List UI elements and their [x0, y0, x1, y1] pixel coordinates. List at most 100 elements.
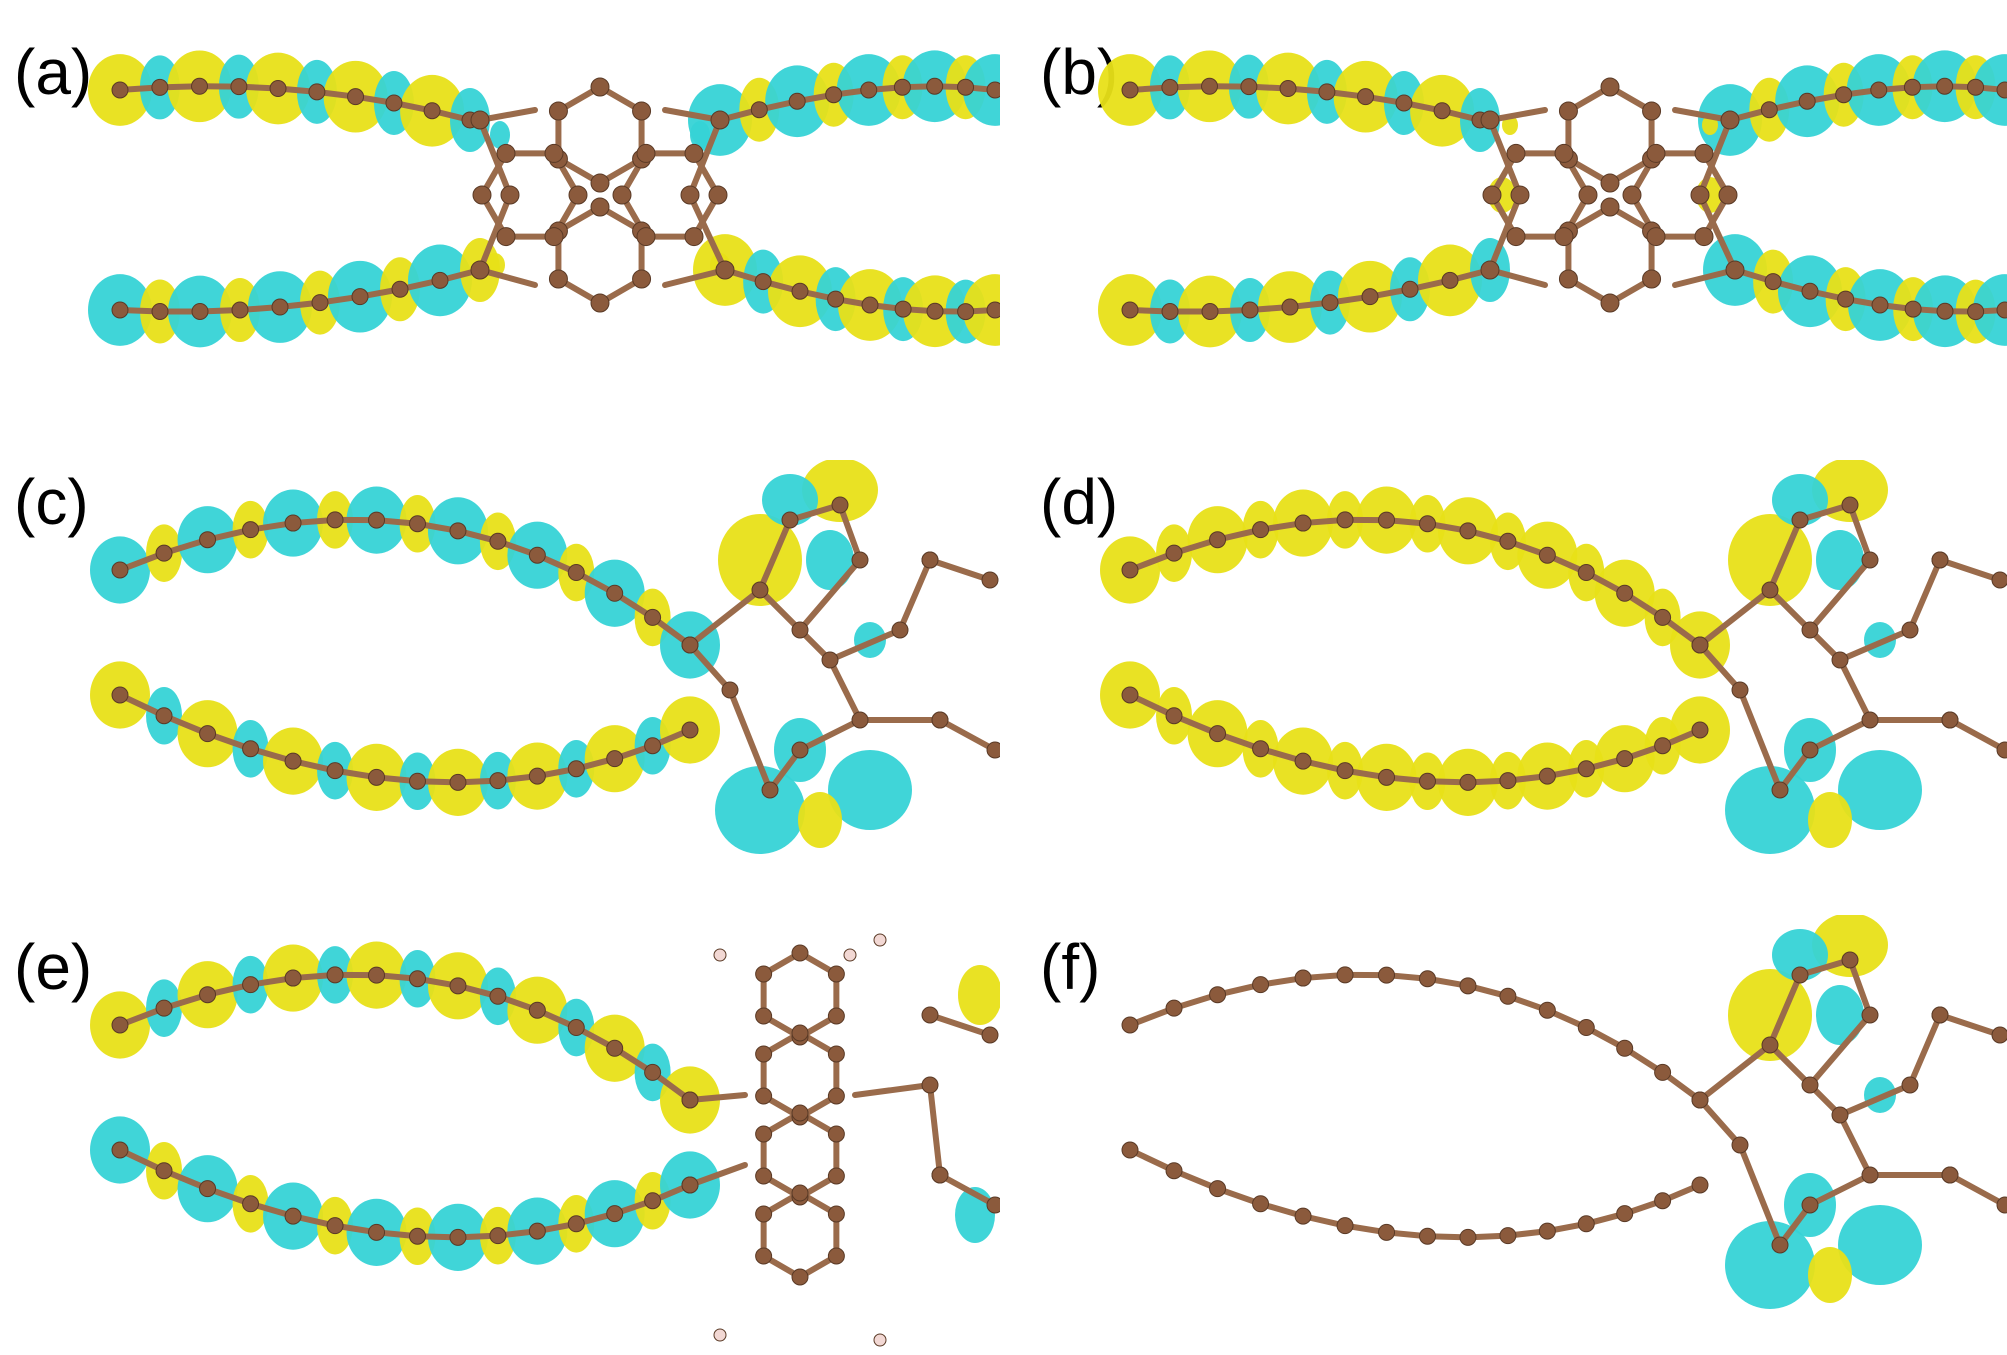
carbon-atom	[1336, 511, 1354, 529]
carbon-atom	[1554, 143, 1574, 163]
carbon-atom	[111, 686, 129, 704]
carbon-atom	[231, 301, 249, 319]
bond	[477, 192, 513, 273]
orbital-lobe-positive	[1812, 915, 1888, 977]
panel-label-e: (e)	[14, 931, 93, 1003]
carbon-atom	[606, 584, 624, 602]
panel-label-c: (c)	[14, 466, 89, 538]
carbon-atom	[894, 300, 912, 318]
bond	[687, 117, 723, 198]
carbon-atom	[1837, 290, 1855, 308]
carbon-atom	[1538, 1001, 1556, 1019]
carbon-atom	[1121, 1016, 1139, 1034]
carbon-atom	[1801, 282, 1819, 300]
carbon-atom	[1294, 752, 1312, 770]
bond	[1487, 117, 1523, 198]
carbon-atom	[590, 173, 610, 193]
carbon-atom	[721, 681, 739, 699]
carbon-atom	[986, 741, 1000, 759]
carbon-atom	[1761, 581, 1779, 599]
carbon-atom	[1718, 185, 1738, 205]
carbon-atom	[1600, 77, 1620, 97]
carbon-atom	[568, 185, 588, 205]
orbital-lobe-negative	[1725, 766, 1815, 854]
carbon-atom	[1294, 1207, 1312, 1225]
bond	[1487, 192, 1523, 273]
carbon-atom	[567, 1215, 585, 1233]
carbon-atom	[636, 227, 656, 247]
carbon-atom	[308, 83, 326, 101]
carbon-atom	[111, 561, 129, 579]
carbon-atom	[1642, 269, 1662, 289]
bond	[837, 502, 863, 563]
carbon-atom	[606, 1205, 624, 1223]
orbital-lobe-negative	[1816, 985, 1864, 1045]
carbon-atom	[926, 77, 944, 95]
carbon-atom	[271, 298, 289, 316]
bond	[1697, 587, 1773, 648]
carbon-atom	[1361, 288, 1379, 306]
carbon-atom	[326, 966, 344, 984]
carbon-atom	[528, 546, 546, 564]
carbon-atom	[385, 94, 403, 112]
carbon-atom	[1801, 1076, 1819, 1094]
carbon-atom	[1622, 185, 1642, 205]
bond	[1937, 557, 2003, 583]
carbon-atom	[1791, 511, 1809, 529]
carbon-atom	[1578, 185, 1598, 205]
structure-f	[1121, 915, 2007, 1309]
carbon-atom	[1731, 681, 1749, 699]
bond	[1937, 1012, 2003, 1038]
carbon-atom	[590, 197, 610, 217]
bond	[787, 502, 843, 523]
carbon-atom	[1600, 197, 1620, 217]
carbon-atom	[1991, 571, 2007, 589]
carbon-atom	[1731, 1136, 1749, 1154]
carbon-atom	[1835, 86, 1853, 104]
bond	[1797, 502, 1853, 523]
carbon-atom	[1720, 110, 1740, 130]
carbon-atom	[489, 987, 507, 1005]
bond	[1837, 657, 1873, 723]
carbon-atom	[986, 1196, 1000, 1214]
bond	[687, 1162, 748, 1188]
carbon-atom	[368, 966, 386, 984]
carbon-atom	[449, 773, 467, 791]
carbon-atom	[755, 1167, 773, 1185]
panel-d: (d)	[1010, 460, 2007, 900]
bond	[687, 192, 728, 273]
carbon-atom	[1654, 1063, 1672, 1081]
carbon-atom	[891, 621, 909, 639]
carbon-atom	[1861, 1166, 1879, 1184]
carbon-atom	[1281, 298, 1299, 316]
panel-e: (e)	[0, 915, 1000, 1355]
carbon-atom	[636, 143, 656, 163]
carbon-atom	[1616, 1205, 1634, 1223]
carbon-atom	[284, 752, 302, 770]
orbital-lobe-negative	[490, 121, 510, 149]
carbon-atom	[590, 77, 610, 97]
carbon-atom	[680, 185, 700, 205]
carbon-atom	[242, 740, 260, 758]
bond	[1767, 1042, 1813, 1088]
carbon-atom	[1419, 1227, 1436, 1245]
carbon-atom	[111, 1141, 129, 1159]
carbon-atom	[1654, 1192, 1672, 1210]
carbon-atom	[1861, 711, 1879, 729]
carbon-atom	[567, 564, 585, 582]
bond	[1697, 117, 1733, 198]
bond	[1487, 267, 1548, 288]
carbon-atom	[1401, 280, 1419, 298]
carbon-atom	[489, 532, 507, 550]
carbon-atom	[1931, 551, 1949, 569]
carbon-atom	[710, 110, 730, 130]
bond	[797, 717, 863, 753]
carbon-atom	[1764, 273, 1782, 291]
carbon-atom	[1901, 621, 1919, 639]
bond	[1697, 1097, 1743, 1148]
carbon-atom	[1318, 83, 1336, 101]
carbon-atom	[681, 1091, 699, 1109]
carbon-atom	[1996, 741, 2007, 759]
carbon-atom	[715, 260, 735, 280]
carbon-atom	[1294, 514, 1312, 532]
